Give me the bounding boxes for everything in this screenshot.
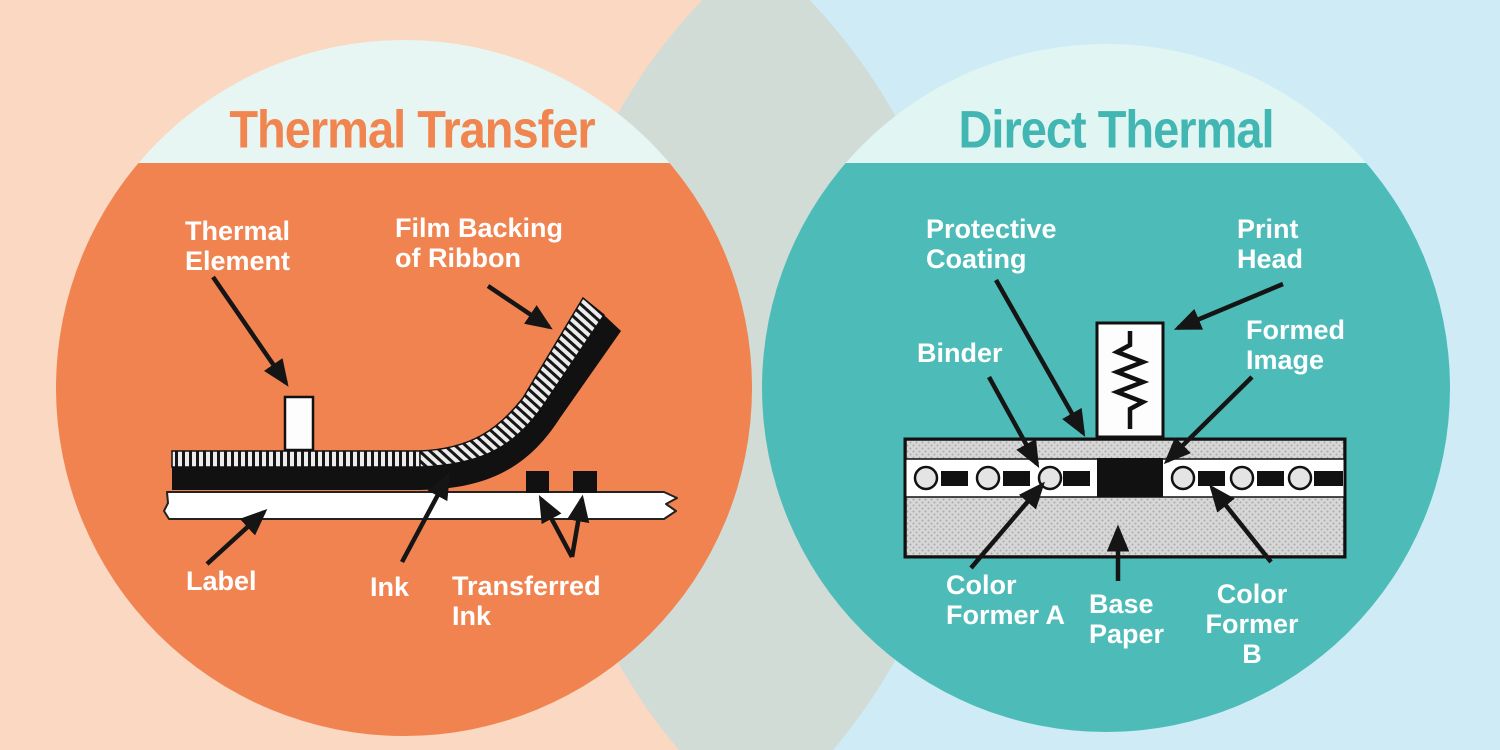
direct-thermal-diagram — [903, 278, 1347, 581]
transferred-ink-label: Transferred Ink — [452, 571, 601, 632]
color-former-rects — [941, 471, 1343, 486]
print-head-resistor — [1110, 331, 1150, 429]
color-former-a-label: Color Former A — [946, 570, 1066, 631]
label-label: Label — [186, 566, 257, 596]
protective-coating-layer — [905, 439, 1345, 460]
transferred-ink-square-2 — [573, 471, 597, 493]
label-arrow — [205, 508, 268, 566]
ribbon-film-backing-slope — [419, 296, 606, 468]
transferred-ink-arrow-1 — [538, 495, 574, 559]
base-paper-label: Base Paper — [1089, 589, 1165, 650]
protective-coating-arrow — [994, 278, 1086, 437]
binder-label: Binder — [917, 338, 1003, 368]
direct-thermal-title: Direct Thermal — [958, 99, 1274, 159]
protective-coating-label: Protective Coating — [926, 214, 1057, 275]
thermal-transfer-title: Thermal Transfer — [229, 99, 595, 159]
transferred-ink-square-1 — [526, 471, 549, 493]
print-head-arrow — [1173, 281, 1284, 331]
binder-arrow — [987, 375, 1040, 468]
thermal-element-label: Thermal Element — [185, 216, 291, 277]
color-former-b-label: Color Former B — [1205, 579, 1299, 670]
ink-label: Ink — [370, 572, 410, 602]
label-strip — [163, 491, 678, 520]
thermal-transfer-diagram — [163, 275, 678, 566]
ink-arrow — [400, 472, 451, 564]
formed-image-block — [1097, 458, 1163, 497]
color-former-b-arrow — [1209, 484, 1273, 564]
print-head-label: Print Head — [1237, 214, 1304, 275]
formed-image-label: Formed Image — [1246, 315, 1346, 376]
film-backing-arrow — [486, 284, 553, 330]
ribbon-ink-layer — [172, 315, 621, 490]
ribbon-film-backing-flat — [171, 450, 421, 468]
thermal-element-block — [283, 395, 315, 452]
thermal-element-arrow — [211, 275, 289, 387]
base-paper-layer — [905, 496, 1345, 557]
transferred-ink-arrow-2 — [567, 494, 590, 558]
formed-image-arrow — [1163, 375, 1254, 465]
color-former-a-arrow — [969, 481, 1045, 570]
film-backing-label: Film Backing of Ribbon — [395, 213, 564, 274]
